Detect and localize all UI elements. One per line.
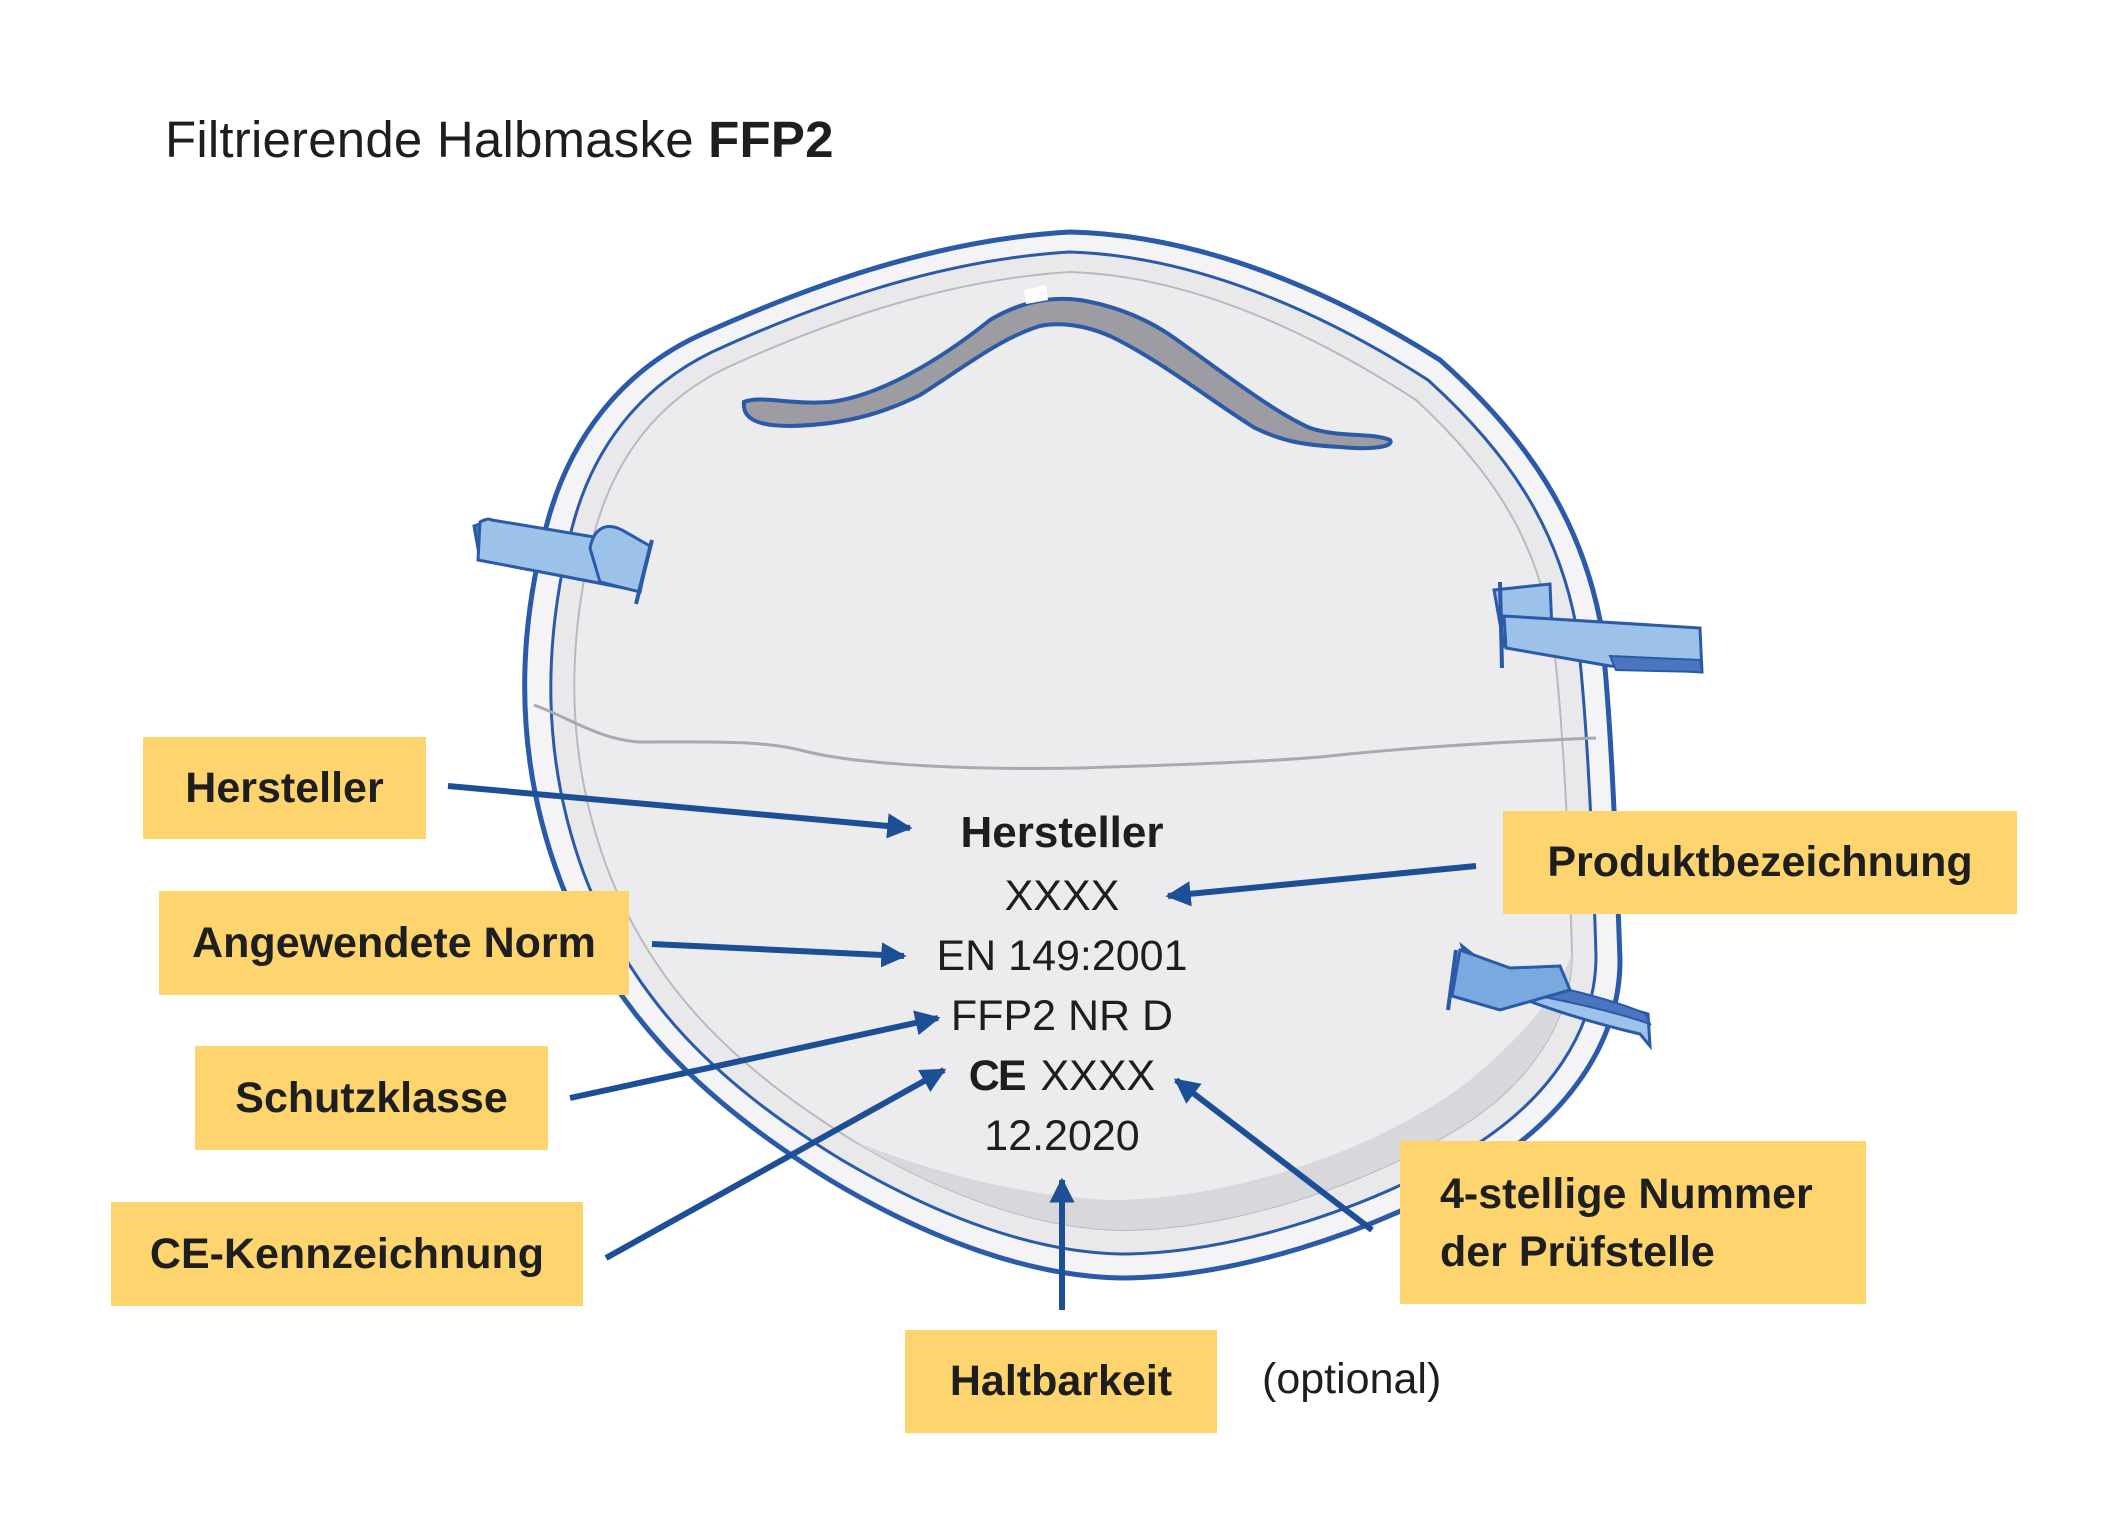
- optional-note: (optional): [1262, 1355, 1442, 1403]
- diagram-title: Filtrierende Halbmaske FFP2: [165, 110, 834, 169]
- label-schutzklasse: Schutzklasse: [195, 1046, 548, 1150]
- arrow-norm: [651, 941, 907, 968]
- label-produktbezeichnung: Produktbezeichnung: [1503, 811, 2017, 914]
- right-strap-upper-back: [1608, 654, 1704, 674]
- mask-norm-text: EN 149:2001: [936, 932, 1188, 980]
- right-strap-lower-clip: [1450, 947, 1573, 1012]
- mask-product-text: XXXX: [1004, 872, 1120, 920]
- arrow-produkt: [1165, 863, 1477, 907]
- fold-line: [533, 703, 1597, 770]
- label-ce-kennzeichnung: CE-Kennzeichnung: [111, 1202, 583, 1306]
- mask-testing-body-text: XXXX: [1040, 1052, 1156, 1100]
- right-strap-lower-edge: [1446, 949, 1458, 1011]
- right-strap-upper-edge: [1498, 581, 1504, 669]
- arrow-schutzklasse: [569, 1010, 941, 1101]
- label-pruefstelle: 4-stellige Nummer der Prüfstelle: [1400, 1141, 1866, 1304]
- label-haltbarkeit: Haltbarkeit: [905, 1330, 1217, 1433]
- nose-clip: [741, 296, 1393, 451]
- arrow-pruefstelle: [1173, 1077, 1374, 1233]
- mask-shadow: [852, 952, 1572, 1230]
- label-hersteller: Hersteller: [143, 737, 426, 839]
- label-pruefstelle-line1: 4-stellige Nummer: [1440, 1169, 1813, 1218]
- mask-manufacturer-text: Hersteller: [960, 808, 1164, 857]
- mask-ce-row: CE XXXX: [862, 1052, 1262, 1101]
- mask-expiry-text: 12.2020: [984, 1112, 1140, 1160]
- label-pruefstelle-line2: der Prüfstelle: [1440, 1227, 1715, 1276]
- left-strap-edge: [634, 539, 654, 605]
- arrow-ce: [604, 1067, 947, 1261]
- mask-class-text: FFP2 NR D: [950, 992, 1174, 1040]
- nose-clip-highlight: [1024, 285, 1048, 304]
- title-bold: FFP2: [708, 111, 834, 168]
- title-text: Filtrierende Halbmaske: [165, 111, 709, 168]
- ce-mark: CE: [968, 1052, 1027, 1100]
- label-angewendete-norm: Angewendete Norm: [159, 891, 629, 995]
- arrow-hersteller: [447, 783, 913, 839]
